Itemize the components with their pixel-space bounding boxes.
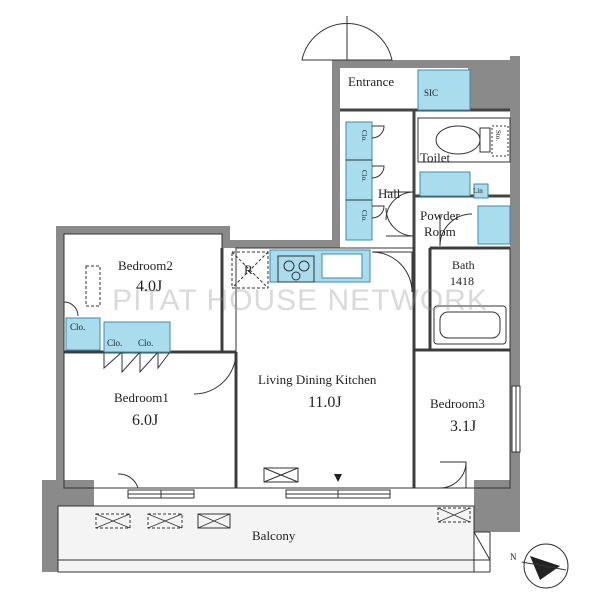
label-storage: Sto. (494, 130, 502, 142)
label-closet-hall-1: Clo. (360, 130, 368, 142)
linen-shelf (419, 171, 471, 197)
closet-bedroom1 (103, 321, 171, 353)
label-bedroom1: Bedroom1 (114, 390, 169, 405)
bathtub (433, 305, 507, 345)
refrigerator-space (231, 251, 269, 289)
ac-unit-4 (437, 507, 471, 523)
kitchen-sink (321, 253, 363, 279)
label-bedroom3: Bedroom3 (430, 396, 485, 411)
fixtures (65, 69, 511, 353)
label-ldk: Living Dining Kitchen (258, 372, 377, 387)
balcony-area (57, 505, 491, 573)
label-powder-room-line1: Powder (420, 208, 460, 223)
label-refrigerator: R (244, 262, 253, 277)
floor-vent (263, 467, 299, 483)
label-balcony: Balcony (252, 528, 296, 543)
label-ldk-size: 11.0J (308, 394, 342, 411)
label-bath-size: 1418 (450, 274, 474, 288)
powder-sink (477, 205, 511, 245)
label-compass-north: N (510, 552, 517, 562)
compass-icon (521, 543, 569, 589)
ac-unit-1 (95, 513, 131, 529)
watermark: PITAT HOUSE NETWORK (112, 284, 488, 317)
label-bedroom2-size: 4.0J (136, 278, 163, 295)
label-bath: Bath (452, 258, 475, 272)
label-hall: Hall (378, 186, 401, 201)
label-linen: Lin (473, 187, 483, 195)
toilet-fixture (435, 125, 509, 157)
label-closet-bedroom2: Clo. (70, 322, 86, 332)
label-closet-hall-3: Clo. (360, 210, 368, 222)
label-closet-hall-2: Clo. (360, 170, 368, 182)
label-bedroom3-size: 3.1J (450, 418, 477, 435)
label-toilet: Toilet (420, 150, 451, 165)
entry-door (301, 16, 393, 61)
windows (127, 385, 521, 499)
ac-unit-2 (147, 513, 183, 529)
label-entrance: Entrance (348, 74, 395, 89)
label-closet-bedroom1-a: Clo. (107, 338, 123, 348)
label-bedroom1-size: 6.0J (132, 412, 159, 429)
label-powder-room-line2: Room (424, 224, 456, 239)
label-sic: SIC (424, 88, 439, 98)
door-swings (117, 191, 473, 489)
hall-closets (346, 125, 385, 219)
ac-unit-3 (197, 513, 231, 529)
entry-marker (334, 474, 342, 482)
label-bedroom2: Bedroom2 (118, 258, 173, 273)
label-closet-bedroom1-b: Clo. (138, 338, 154, 348)
closet-doors (63, 265, 171, 374)
shoe-closet (417, 69, 471, 111)
closet-bedroom2 (65, 317, 101, 351)
stove (277, 255, 315, 283)
